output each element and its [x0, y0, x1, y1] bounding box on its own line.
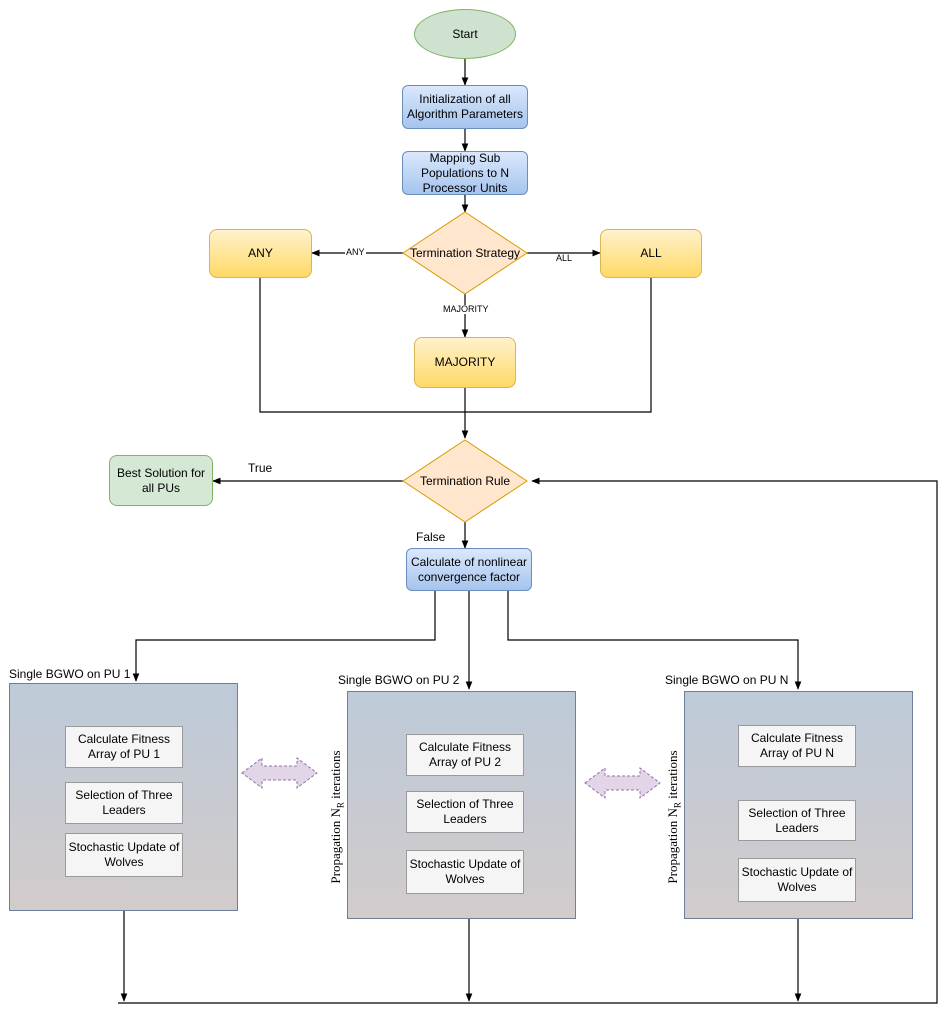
exchange-arrow-1: [241, 757, 318, 789]
step-leaders-pu1-label: Selection of Three Leaders: [75, 788, 173, 817]
edge-label-any: ANY: [345, 247, 366, 257]
step-update-pu2-label: Stochastic Update of Wolves: [409, 857, 521, 886]
panel-title-pu2: Single BGWO on PU 2: [338, 673, 460, 687]
any-label: ANY: [248, 246, 273, 260]
step-fitness-pu2: Calculate Fitness Array of PU 2: [406, 734, 524, 776]
step-update-pu2: Stochastic Update of Wolves: [406, 850, 524, 894]
step-update-pun-label: Stochastic Update of Wolves: [741, 865, 853, 894]
edge-label-all: ALL: [555, 253, 574, 263]
step-fitness-pu2-label: Calculate Fitness Array of PU 2: [418, 740, 512, 769]
step-fitness-pu1-label: Calculate Fitness Array of PU 1: [77, 732, 171, 761]
factor-label: Calculate of nonlinear convergence facto…: [410, 554, 528, 584]
edge-label-majority: MAJORITY: [442, 304, 490, 314]
majority-label: MAJORITY: [434, 355, 496, 369]
rule-label: Termination Rule: [419, 473, 511, 488]
strategy-diamond: [402, 211, 528, 295]
step-fitness-pun-label: Calculate Fitness Array of PU N: [750, 731, 844, 760]
all-label: ALL: [640, 246, 662, 260]
step-leaders-pu2: Selection of Three Leaders: [406, 791, 524, 833]
majority-node: MAJORITY: [414, 337, 516, 388]
edge-any-merge: [259, 278, 652, 413]
step-update-pun: Stochastic Update of Wolves: [738, 858, 856, 902]
rule-diamond: [402, 439, 528, 523]
mapping-node: Mapping Sub Populations to N Processor U…: [402, 151, 528, 195]
rule-node: Termination Rule: [403, 440, 527, 522]
propagation-label-2-sub: R: [672, 802, 683, 809]
panel-title-pu1: Single BGWO on PU 1: [9, 667, 131, 681]
propagation-label-2-text: Propagation N: [665, 808, 680, 884]
start-label: Start: [452, 26, 478, 41]
best-solution-node: Best Solution for all PUs: [109, 455, 213, 506]
step-leaders-pu2-label: Selection of Three Leaders: [416, 797, 514, 826]
edge-factor-pun: [507, 591, 802, 690]
strategy-node: Termination Strategy: [403, 212, 527, 294]
step-fitness-pun: Calculate Fitness Array of PU N: [738, 725, 856, 767]
exchange-arrow-2: [584, 767, 661, 799]
any-node: ANY: [209, 229, 312, 278]
step-leaders-pu1: Selection of Three Leaders: [65, 782, 183, 824]
edge-loop-back: [118, 477, 938, 1004]
edge-label-false: False: [416, 530, 446, 544]
edge-label-true: True: [248, 461, 273, 475]
init-node: Initialization of all Algorithm Paramete…: [402, 85, 528, 129]
start-node: Start: [414, 9, 516, 59]
edge-factor-pu1: [132, 591, 436, 682]
step-update-pu1-label: Stochastic Update of Wolves: [68, 840, 180, 869]
step-leaders-pun: Selection of Three Leaders: [738, 800, 856, 841]
propagation-label-2-suffix: iterations: [665, 750, 680, 803]
step-update-pu1: Stochastic Update of Wolves: [65, 833, 183, 877]
mapping-label: Mapping Sub Populations to N Processor U…: [420, 150, 510, 195]
propagation-label-2: Propagation NR iterations: [665, 732, 683, 902]
propagation-label-1: Propagation NR iterations: [328, 732, 346, 902]
factor-node: Calculate of nonlinear convergence facto…: [406, 548, 532, 591]
step-fitness-pu1: Calculate Fitness Array of PU 1: [65, 726, 183, 768]
propagation-label-1-suffix: iterations: [328, 750, 343, 803]
propagation-label-1-text: Propagation N: [328, 808, 343, 884]
step-leaders-pun-label: Selection of Three Leaders: [748, 805, 846, 835]
all-node: ALL: [600, 229, 702, 278]
strategy-label: Termination Strategy: [409, 245, 521, 260]
init-label: Initialization of all Algorithm Paramete…: [406, 92, 524, 121]
propagation-label-1-sub: R: [335, 802, 346, 809]
panel-title-pun: Single BGWO on PU N: [665, 673, 789, 687]
best-solution-label: Best Solution for all PUs: [116, 465, 206, 495]
